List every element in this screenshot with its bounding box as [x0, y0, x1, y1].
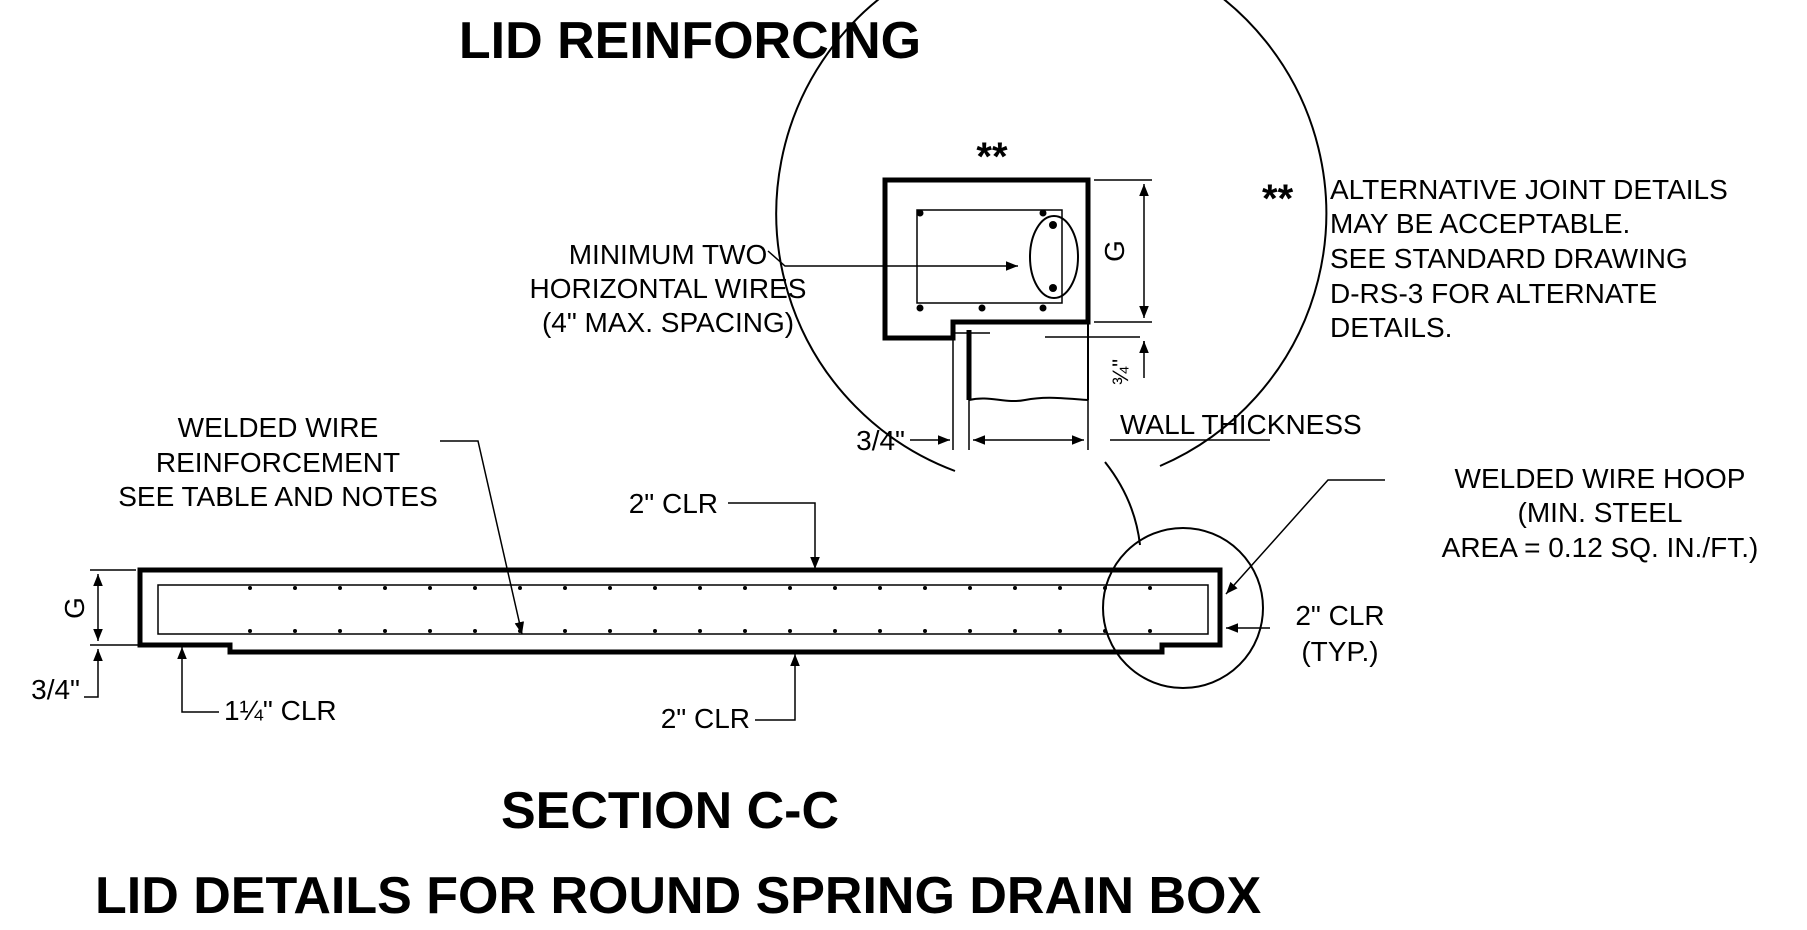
- section-wire-dot: [338, 586, 342, 590]
- section-wire-dot: [923, 586, 927, 590]
- section-wire-dot: [968, 586, 972, 590]
- section-wire-dot: [1148, 586, 1152, 590]
- clr-bottom-label: 2" CLR: [661, 703, 750, 734]
- min-wires-line-3: (4" MAX. SPACING): [542, 307, 794, 338]
- section-wire-dot: [518, 586, 522, 590]
- welded-wire-line-1: WELDED WIRE: [178, 412, 379, 443]
- section-wire-dot: [563, 629, 567, 633]
- section-wire-dot: [383, 586, 387, 590]
- section-wire-dot: [653, 586, 657, 590]
- section-wire-dot: [698, 629, 702, 633]
- section-wire-dot: [383, 629, 387, 633]
- hoop-line-3: AREA = 0.12 SQ. IN./FT.): [1442, 532, 1759, 563]
- clr-side-line-2: (TYP.): [1301, 636, 1378, 667]
- section-wire-dot: [833, 586, 837, 590]
- wall-section: [952, 322, 1140, 450]
- section-wire-dot: [248, 629, 252, 633]
- side-note-line-5: DETAILS.: [1330, 312, 1452, 343]
- detail-three-quarter-left: 3/4": [856, 425, 905, 456]
- section-wire-dot: [743, 586, 747, 590]
- section-wire-dot: [1058, 586, 1062, 590]
- side-note-line-3: SEE STANDARD DRAWING: [1330, 243, 1688, 274]
- detail-stars: **: [976, 135, 1008, 179]
- welded-wire-line-3: SEE TABLE AND NOTES: [118, 481, 438, 512]
- section-wire-dot: [293, 586, 297, 590]
- section-wire-dot: [608, 586, 612, 590]
- section-wire-dot: [428, 629, 432, 633]
- section-wire-dot: [338, 629, 342, 633]
- min-wires-line-2: HORIZONTAL WIRES: [530, 273, 807, 304]
- side-note-line-4: D-RS-3 FOR ALTERNATE: [1330, 278, 1657, 309]
- detail-three-quarter-label: ¾": [1108, 359, 1133, 385]
- hoop-line-1: WELDED WIRE HOOP: [1455, 463, 1746, 494]
- section-wire-dot: [473, 629, 477, 633]
- hoop-leader: [1225, 479, 1385, 595]
- section-wire-dot: [698, 586, 702, 590]
- section-wire-dot: [1013, 629, 1017, 633]
- title-section-cc: SECTION C-C: [501, 782, 839, 840]
- side-note-stars: **: [1262, 177, 1294, 221]
- section-detail-circle: [1102, 527, 1264, 689]
- section-wire-dot: [878, 586, 882, 590]
- section-wire-dot: [1013, 586, 1017, 590]
- section-wire-dot: [743, 629, 747, 633]
- wall-thickness-label: WALL THICKNESS: [1120, 409, 1362, 440]
- section-wire-dot: [293, 629, 297, 633]
- hoop-line-2: (MIN. STEEL: [1518, 497, 1683, 528]
- clr-corner-leader: [177, 647, 219, 713]
- section-wire-dot: [653, 629, 657, 633]
- section-wire-dot: [248, 586, 252, 590]
- section-wire-dot: [968, 629, 972, 633]
- section-dimension-g: [90, 569, 175, 646]
- detail-dimension-g: [1094, 179, 1152, 323]
- section-g-label: G: [59, 597, 90, 619]
- section-wire-dots: [248, 586, 1152, 633]
- section-wire-dot: [923, 629, 927, 633]
- section-wire-dot: [833, 629, 837, 633]
- section-wire-dot: [788, 586, 792, 590]
- clr-bottom-leader: [755, 654, 800, 721]
- side-note-line-1: ALTERNATIVE JOINT DETAILS: [1330, 174, 1728, 205]
- section-wire-rectangle: [157, 584, 1209, 635]
- section-wire-dot: [473, 586, 477, 590]
- horizontal-wires-ellipse: [1029, 215, 1079, 299]
- section-wire-dot: [608, 629, 612, 633]
- section-wire-dot: [563, 586, 567, 590]
- min-wires-line-1: MINIMUM TWO: [569, 239, 768, 270]
- clr-top-leader: [728, 502, 820, 569]
- detail-g-label: G: [1099, 240, 1130, 262]
- side-note-line-2: MAY BE ACCEPTABLE.: [1330, 208, 1630, 239]
- section-wire-dot: [1058, 629, 1062, 633]
- section-wire-dot: [878, 629, 882, 633]
- clr-top-label: 2" CLR: [629, 488, 718, 519]
- section-wire-dot: [788, 629, 792, 633]
- detail-leader-arc: [1104, 461, 1141, 546]
- section-three-quarter-leader: [84, 672, 99, 698]
- min-wires-leader: [767, 250, 1018, 271]
- clr-corner-label: 1¼" CLR: [224, 695, 337, 726]
- section-wire-dot: [428, 586, 432, 590]
- title-main: LID DETAILS FOR ROUND SPRING DRAIN BOX: [95, 867, 1261, 925]
- lid-wire-rectangle: [916, 209, 1063, 304]
- section-lid-outline: [137, 567, 1223, 655]
- welded-wire-leader: [440, 440, 525, 635]
- welded-wire-line-2: REINFORCEMENT: [156, 447, 400, 478]
- detail-circle: [775, 0, 1328, 472]
- lid-corner-outline: [882, 177, 1091, 341]
- clr-side-line-1: 2" CLR: [1295, 600, 1384, 631]
- wire-dots: [916, 209, 1057, 312]
- section-three-quarter-label: 3/4": [31, 674, 80, 705]
- section-wire-dot: [1148, 629, 1152, 633]
- title-lid-reinforcing: LID REINFORCING: [459, 12, 921, 70]
